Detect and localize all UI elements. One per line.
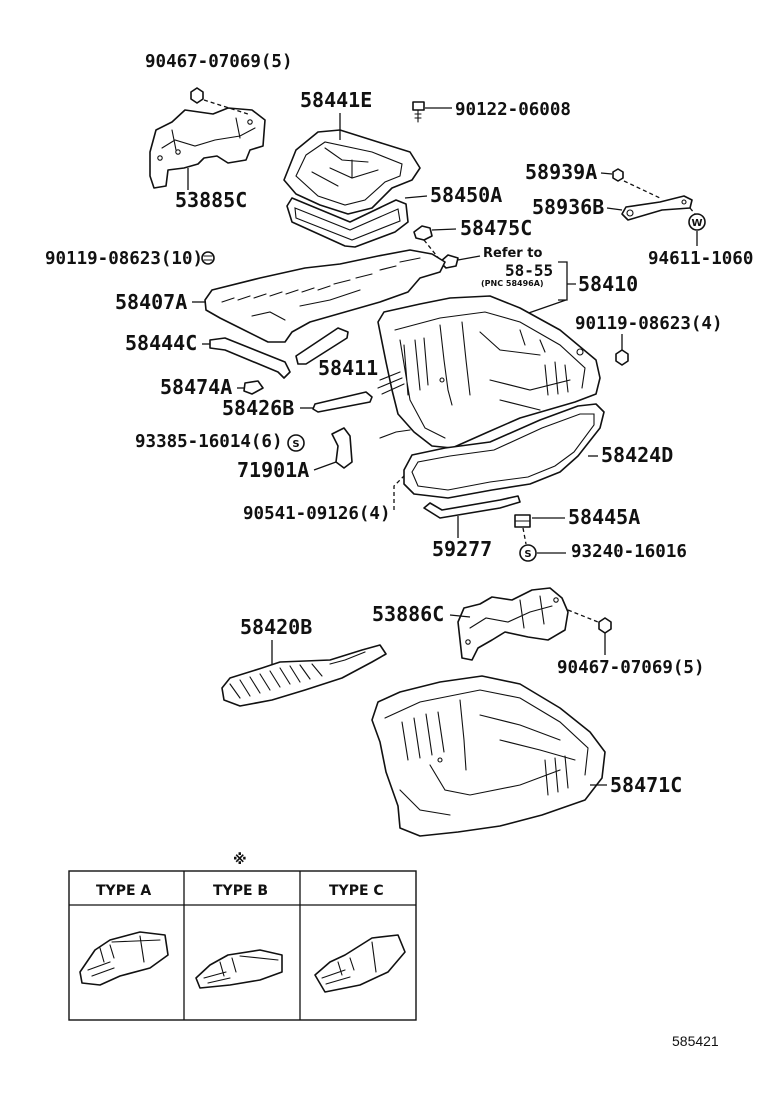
type-table: TYPE A TYPE B TYPE C: [68, 870, 417, 1021]
nut-58445a-part: [514, 514, 531, 528]
type-table-header-a: TYPE A: [96, 883, 151, 899]
callout-rod-58444c: 58444C: [125, 331, 197, 355]
figure-id: 585421: [672, 1033, 719, 1049]
s-mark-icon: S: [292, 439, 299, 450]
callout-bracket-right: 53886C: [372, 602, 444, 626]
plate-58407a-part: [204, 249, 446, 343]
clip-58474a-part: [243, 380, 264, 395]
rod-58444c-part: [209, 337, 291, 379]
reference-note-line2: 58-55: [505, 261, 553, 280]
callout-rod-59277: 59277: [432, 537, 492, 561]
bracket-53886c-part: [457, 587, 569, 661]
leader-line: [606, 207, 623, 211]
bolt-lower-right-part: [567, 609, 612, 634]
leader-line: [522, 527, 527, 545]
callout-panel-lower: 58471C: [610, 773, 682, 797]
callout-bolt-top-left: 90467-07069(5): [145, 52, 293, 72]
type-table-marker: ※: [233, 852, 247, 868]
bar-58411-part: [295, 327, 349, 365]
callout-bolt-90119-10: 90119-08623(10): [45, 249, 203, 269]
callout-nut-90541: 90541-09126(4): [243, 504, 391, 524]
callout-gasket-58424d: 58424D: [601, 443, 673, 467]
callout-bar-58426b: 58426B: [222, 396, 294, 420]
callout-clip-58475c: 58475C: [460, 216, 532, 240]
callout-screw-90122: 90122-06008: [455, 100, 571, 120]
leader-line: [313, 461, 337, 471]
callout-screw-93385: 93385-16014(6): [135, 432, 283, 452]
w-mark-icon: W: [691, 218, 702, 229]
heat-shield-58420b-part: [221, 644, 387, 707]
bolt-90119-10-part: [201, 251, 215, 265]
type-table-header-b: TYPE B: [213, 883, 268, 899]
callout-bolt-lower-right: 90467-07069(5): [557, 658, 705, 678]
bracket-58936b-part: [621, 195, 693, 221]
panel-58410-part: [377, 295, 601, 449]
callout-bar-58411: 58411: [318, 356, 378, 380]
type-b-part-icon: [195, 949, 283, 989]
leader-line: [600, 172, 613, 175]
type-table-header-c: TYPE C: [329, 883, 384, 899]
bolt-90119-4-part: [615, 349, 629, 366]
callout-clip-71901a: 71901A: [237, 458, 309, 482]
callout-clip-58474a: 58474A: [160, 375, 232, 399]
gasket-58450a-part: [286, 197, 409, 248]
callout-panel-main: 58410: [578, 272, 638, 296]
type-c-part-icon: [314, 934, 406, 993]
callout-screw-93240: 93240-16016: [571, 542, 687, 562]
callout-bracket-left: 53885C: [175, 188, 247, 212]
leader-line: [449, 614, 471, 618]
reference-clip-part: [439, 254, 481, 269]
type-a-part-icon: [79, 931, 169, 986]
callout-cover: 58441E: [300, 88, 372, 112]
screw-90122-part: [412, 101, 425, 123]
leader-line: [431, 228, 457, 231]
cover-58441e-part: [283, 129, 421, 215]
rod-59277-part: [423, 495, 521, 519]
callout-heat-shield: 58420B: [240, 615, 312, 639]
bolt-top-left-part: [190, 87, 249, 115]
callout-washer-94611: 94611-1060: [648, 249, 753, 269]
screw-93240-part: S: [519, 544, 537, 562]
reference-note-line3: (PNC 58496A): [481, 279, 544, 288]
bolt-58939a-part: [612, 168, 661, 199]
callout-bolt-58939a: 58939A: [525, 160, 597, 184]
leader-line: [393, 469, 411, 510]
reference-note-line1: Refer to: [483, 246, 542, 261]
panel-58471c-part: [371, 675, 606, 837]
callout-bracket-58936b: 58936B: [532, 195, 604, 219]
bar-58426b-part: [312, 371, 405, 413]
callout-bolt-90119-4: 90119-08623(4): [575, 314, 723, 334]
clip-71901a-part: [331, 427, 411, 469]
callout-nut-58445a: 58445A: [568, 505, 640, 529]
callout-plate-58407a: 58407A: [115, 290, 187, 314]
washer-94611-part: W: [688, 207, 706, 231]
callout-gasket-cover: 58450A: [430, 183, 502, 207]
bracket-53885c-part: [149, 107, 266, 189]
leader-line: [404, 195, 428, 199]
s-mark-icon: S: [524, 549, 531, 560]
gasket-58424d-part: [403, 403, 605, 499]
screw-93385-part: S: [287, 434, 305, 452]
